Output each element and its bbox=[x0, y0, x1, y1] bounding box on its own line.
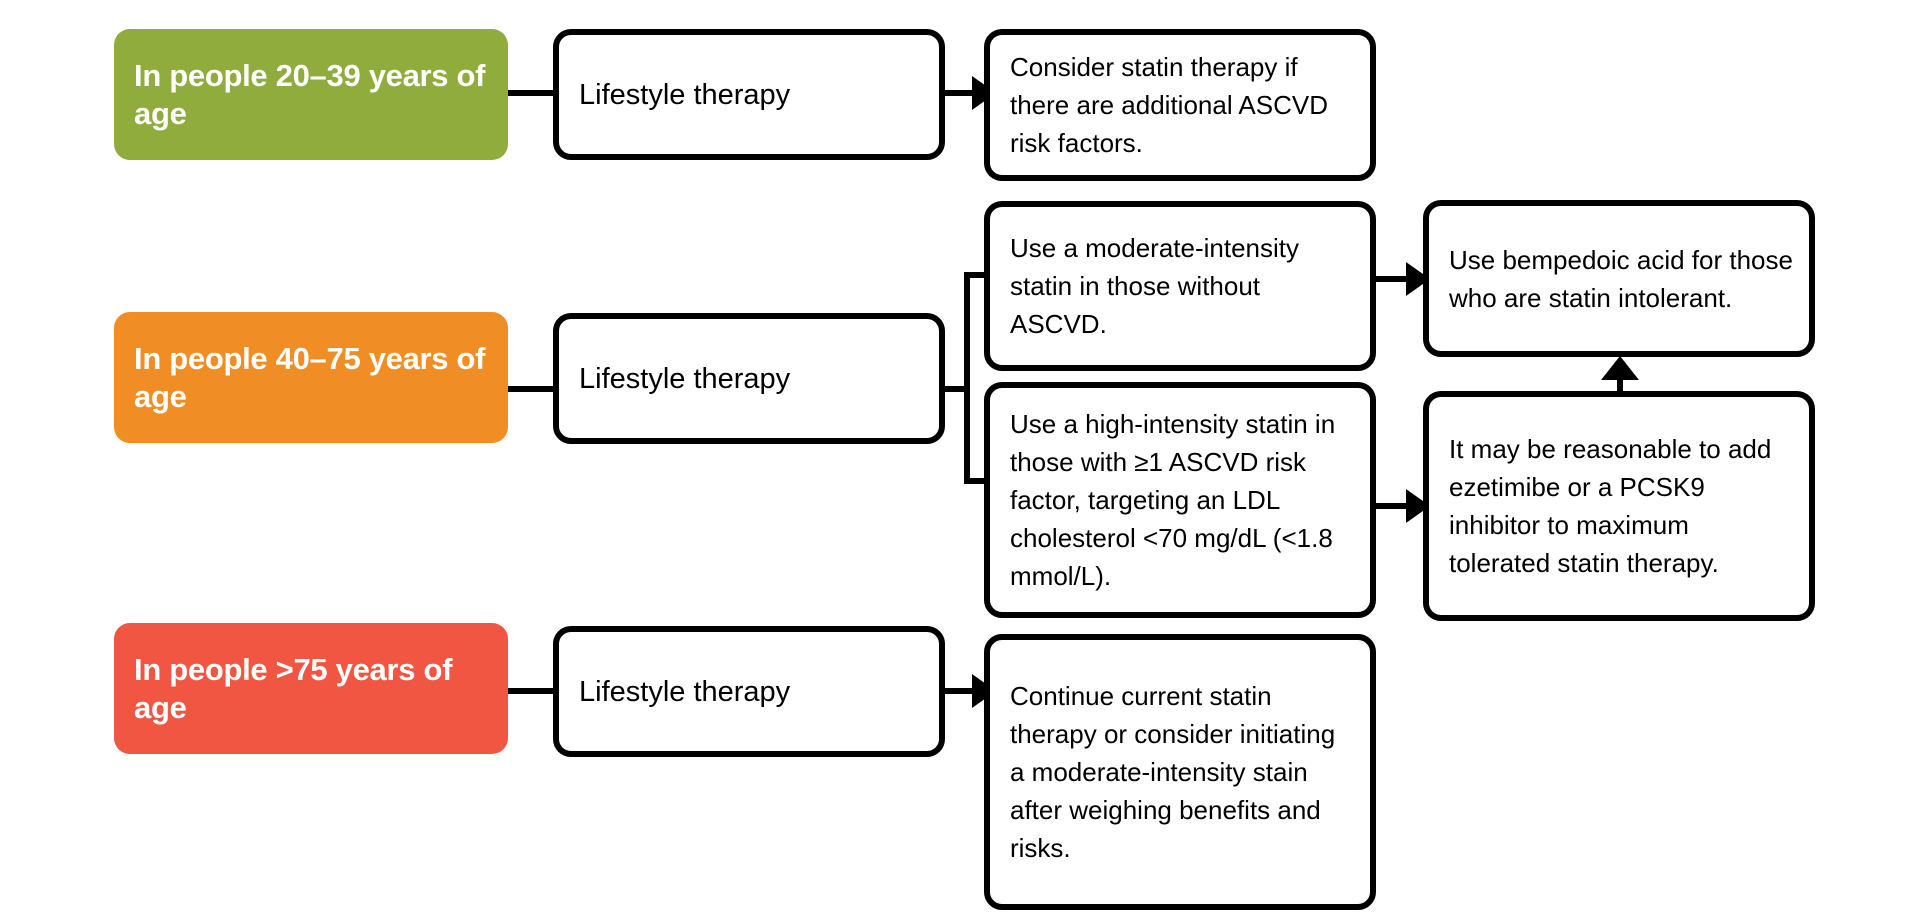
lifestyle-therapy-box-3: Lifestyle therapy bbox=[553, 626, 945, 757]
lifestyle-therapy-label-1: Lifestyle therapy bbox=[579, 78, 791, 111]
connector-lifestyle2-branch bbox=[944, 386, 970, 392]
bempedoic-acid-box: Use bempedoic acid for those who are sta… bbox=[1423, 200, 1815, 357]
connector-branch-vertical bbox=[964, 272, 970, 484]
connector-lifestyle1-to-rec1 bbox=[944, 90, 974, 96]
connector-moderate-to-bempedoic bbox=[1374, 276, 1408, 282]
age-group-20-39-label: In people 20–39 years of age bbox=[134, 57, 486, 131]
ezetimibe-pcsk9-text: It may be reasonable to add ezetimibe or… bbox=[1449, 434, 1772, 578]
ezetimibe-pcsk9-box: It may be reasonable to add ezetimibe or… bbox=[1423, 391, 1815, 621]
age-group-40-75: In people 40–75 years of age bbox=[114, 312, 508, 443]
recommendation-box-20-39: Consider statin therapy if there are add… bbox=[984, 29, 1376, 181]
age-group-over-75-label: In people >75 years of age bbox=[134, 651, 453, 725]
connector-age2-to-lifestyle2 bbox=[508, 386, 558, 392]
connector-age1-to-lifestyle1 bbox=[508, 90, 558, 96]
recommendation-text-over-75: Continue current statin therapy or consi… bbox=[1010, 681, 1336, 863]
connector-branch-to-moderate bbox=[964, 272, 990, 278]
recommendation-text-moderate-intensity: Use a moderate-intensity statin in those… bbox=[1010, 233, 1300, 339]
recommendation-box-over-75: Continue current statin therapy or consi… bbox=[984, 634, 1376, 910]
age-group-40-75-label: In people 40–75 years of age bbox=[134, 340, 486, 414]
recommendation-text-high-intensity: Use a high-intensity statin in those wit… bbox=[1010, 409, 1336, 591]
connector-branch-to-high bbox=[964, 478, 990, 484]
recommendation-box-moderate-intensity: Use a moderate-intensity statin in those… bbox=[984, 201, 1376, 371]
bempedoic-acid-text: Use bempedoic acid for those who are sta… bbox=[1449, 244, 1793, 313]
connector-high-to-ezetimibe bbox=[1374, 503, 1408, 509]
arrow-to-bempedoic-up bbox=[1601, 356, 1639, 380]
lifestyle-therapy-label-3: Lifestyle therapy bbox=[579, 675, 791, 708]
recommendation-box-high-intensity: Use a high-intensity statin in those wit… bbox=[984, 382, 1376, 618]
lifestyle-therapy-box-2: Lifestyle therapy bbox=[553, 313, 945, 444]
connector-ezetimibe-to-bempedoic bbox=[1617, 378, 1623, 398]
connector-age3-to-lifestyle3 bbox=[508, 688, 558, 694]
connector-lifestyle3-to-rec3 bbox=[944, 688, 974, 694]
age-group-20-39: In people 20–39 years of age bbox=[114, 29, 508, 160]
lifestyle-therapy-label-2: Lifestyle therapy bbox=[579, 362, 791, 395]
lifestyle-therapy-box-1: Lifestyle therapy bbox=[553, 29, 945, 160]
age-group-over-75: In people >75 years of age bbox=[114, 623, 508, 754]
recommendation-text-20-39: Consider statin therapy if there are add… bbox=[1010, 52, 1328, 158]
